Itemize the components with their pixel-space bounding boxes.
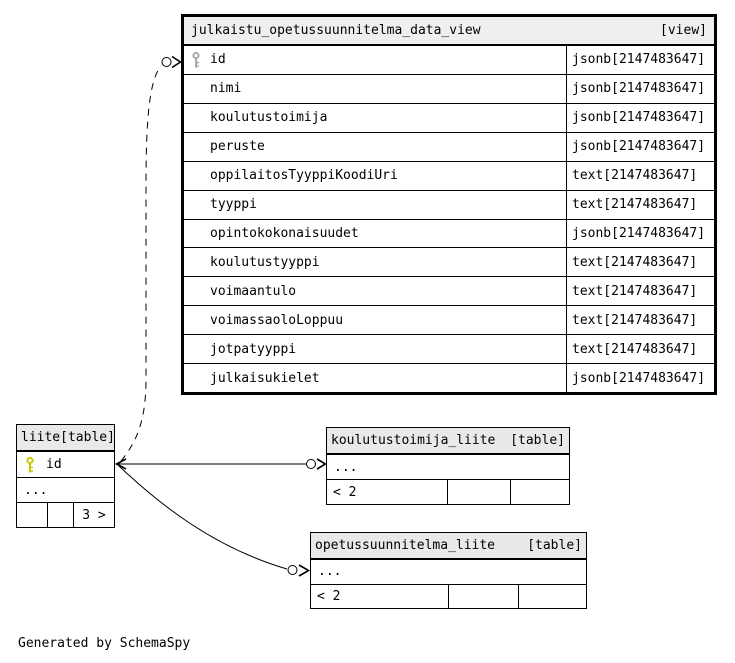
column-name: oppilaitosTyyppiKoodiUri [210, 168, 398, 184]
view-kind-badge: [view] [660, 23, 707, 38]
liite-kind-badge: [table] [60, 430, 114, 445]
column-type: text[2147483647] [572, 283, 698, 299]
column-type: text[2147483647] [572, 254, 698, 270]
spacer-cell [448, 480, 511, 504]
liite-collapsed-columns: ... [17, 477, 114, 502]
column-type: jsonb[2147483647] [572, 370, 706, 386]
column-row-peruste: peruste jsonb[2147483647] [184, 131, 714, 161]
column-row-koulutustyyppi: koulutustyyppi text[2147483647] [184, 247, 714, 277]
opetussuunnitelma-liite-kind-badge: [table] [527, 538, 582, 553]
column-name: id [210, 52, 226, 68]
liite-title: liite [21, 430, 61, 445]
column-row-jotpatyyppi: jotpatyyppi text[2147483647] [184, 334, 714, 364]
connector-liite-to-view [120, 55, 182, 462]
column-name: peruste [210, 139, 265, 155]
connector-arrow-into-liite-id [114, 458, 127, 470]
column-type: jsonb[2147483647] [572, 110, 706, 126]
column-name: voimaantulo [210, 283, 297, 299]
opetussuunnitelma-liite-header[interactable]: opetussuunnitelma_liite [table] [311, 533, 586, 559]
column-row-voimaantulo: voimaantulo text[2147483647] [184, 276, 714, 306]
koulutustoimija-liite-header[interactable]: koulutustoimija_liite [table] [327, 428, 569, 454]
column-name: voimassaoloLoppuu [210, 312, 344, 328]
liite-children-count[interactable]: 3 > [82, 507, 106, 523]
connector-liite-to-opetussuunnitelma-liite [118, 465, 311, 577]
table-koulutustoimija-liite: koulutustoimija_liite [table] ... < 2 [326, 427, 570, 505]
koulutustoimija-liite-kind-badge: [table] [510, 433, 565, 448]
column-type: text[2147483647] [572, 312, 698, 328]
column-name: tyyppi [210, 197, 257, 213]
column-type: jsonb[2147483647] [572, 225, 706, 241]
koulutustoimija-liite-title: koulutustoimija_liite [331, 433, 496, 448]
spacer-cell [511, 480, 569, 504]
column-type: jsonb[2147483647] [572, 52, 706, 68]
opetussuunnitelma-liite-parents-count[interactable]: < 2 [311, 584, 449, 608]
column-name: jotpatyyppi [210, 341, 297, 357]
view-title: julkaistu_opetussuunnitelma_data_view [191, 23, 481, 38]
column-row-opintokokonaisuudet: opintokokonaisuudet jsonb[2147483647] [184, 218, 714, 248]
opetussuunnitelma-liite-collapsed-columns: ... [311, 559, 586, 584]
spacer-cell [449, 584, 519, 608]
koulutustoimija-liite-relation-count-row: < 2 [327, 479, 569, 504]
table-liite: liite[table] id ... 3 > [16, 424, 115, 528]
column-name: nimi [210, 81, 242, 97]
column-type: jsonb[2147483647] [572, 139, 706, 155]
liite-relation-count-row: 3 > [17, 502, 114, 527]
column-row-id: id jsonb[2147483647] [184, 45, 714, 74]
view-julkaistu-opetussuunnitelma-data-view: julkaistu_opetussuunnitelma_data_view [v… [181, 14, 717, 395]
koulutustoimija-liite-collapsed-columns: ... [327, 454, 569, 479]
koulutustoimija-liite-parents-count[interactable]: < 2 [327, 480, 448, 504]
column-name: koulutustoimija [210, 110, 328, 126]
column-type: text[2147483647] [572, 197, 698, 213]
column-row-oppilaitostyyppikoodiuri: oppilaitosTyyppiKoodiUri text[2147483647… [184, 160, 714, 190]
liite-column-row-id: id [17, 451, 114, 477]
opetussuunnitelma-liite-relation-count-row: < 2 [311, 583, 586, 609]
column-type: text[2147483647] [572, 341, 698, 357]
column-row-nimi: nimi jsonb[2147483647] [184, 73, 714, 103]
column-name: opintokokonaisuudet [210, 225, 359, 241]
generator-credit: Generated by SchemaSpy [18, 636, 191, 651]
spacer-cell [48, 503, 74, 527]
liite-header[interactable]: liite[table] [17, 425, 114, 451]
primary-key-icon [25, 456, 35, 473]
column-row-voimassaololoppuu: voimassaoloLoppuu text[2147483647] [184, 305, 714, 335]
view-header[interactable]: julkaistu_opetussuunnitelma_data_view [v… [184, 17, 714, 45]
column-type: jsonb[2147483647] [572, 81, 706, 97]
spacer-cell [519, 585, 586, 609]
column-row-tyyppi: tyyppi text[2147483647] [184, 189, 714, 219]
column-row-koulutustoimija: koulutustoimija jsonb[2147483647] [184, 102, 714, 132]
column-name: julkaisukielet [210, 370, 320, 386]
implied-key-icon [191, 51, 201, 68]
opetussuunnitelma-liite-title: opetussuunnitelma_liite [315, 538, 496, 553]
column-type: text[2147483647] [572, 168, 698, 184]
spacer-cell [17, 503, 48, 527]
connector-liite-to-koulutustoimija-liite [117, 458, 328, 470]
column-name: koulutustyyppi [210, 254, 320, 270]
column-name: id [46, 457, 62, 472]
table-opetussuunnitelma-liite: opetussuunnitelma_liite [table] ... < 2 [310, 532, 587, 609]
column-row-julkaisukielet: julkaisukielet jsonb[2147483647] [184, 363, 714, 393]
